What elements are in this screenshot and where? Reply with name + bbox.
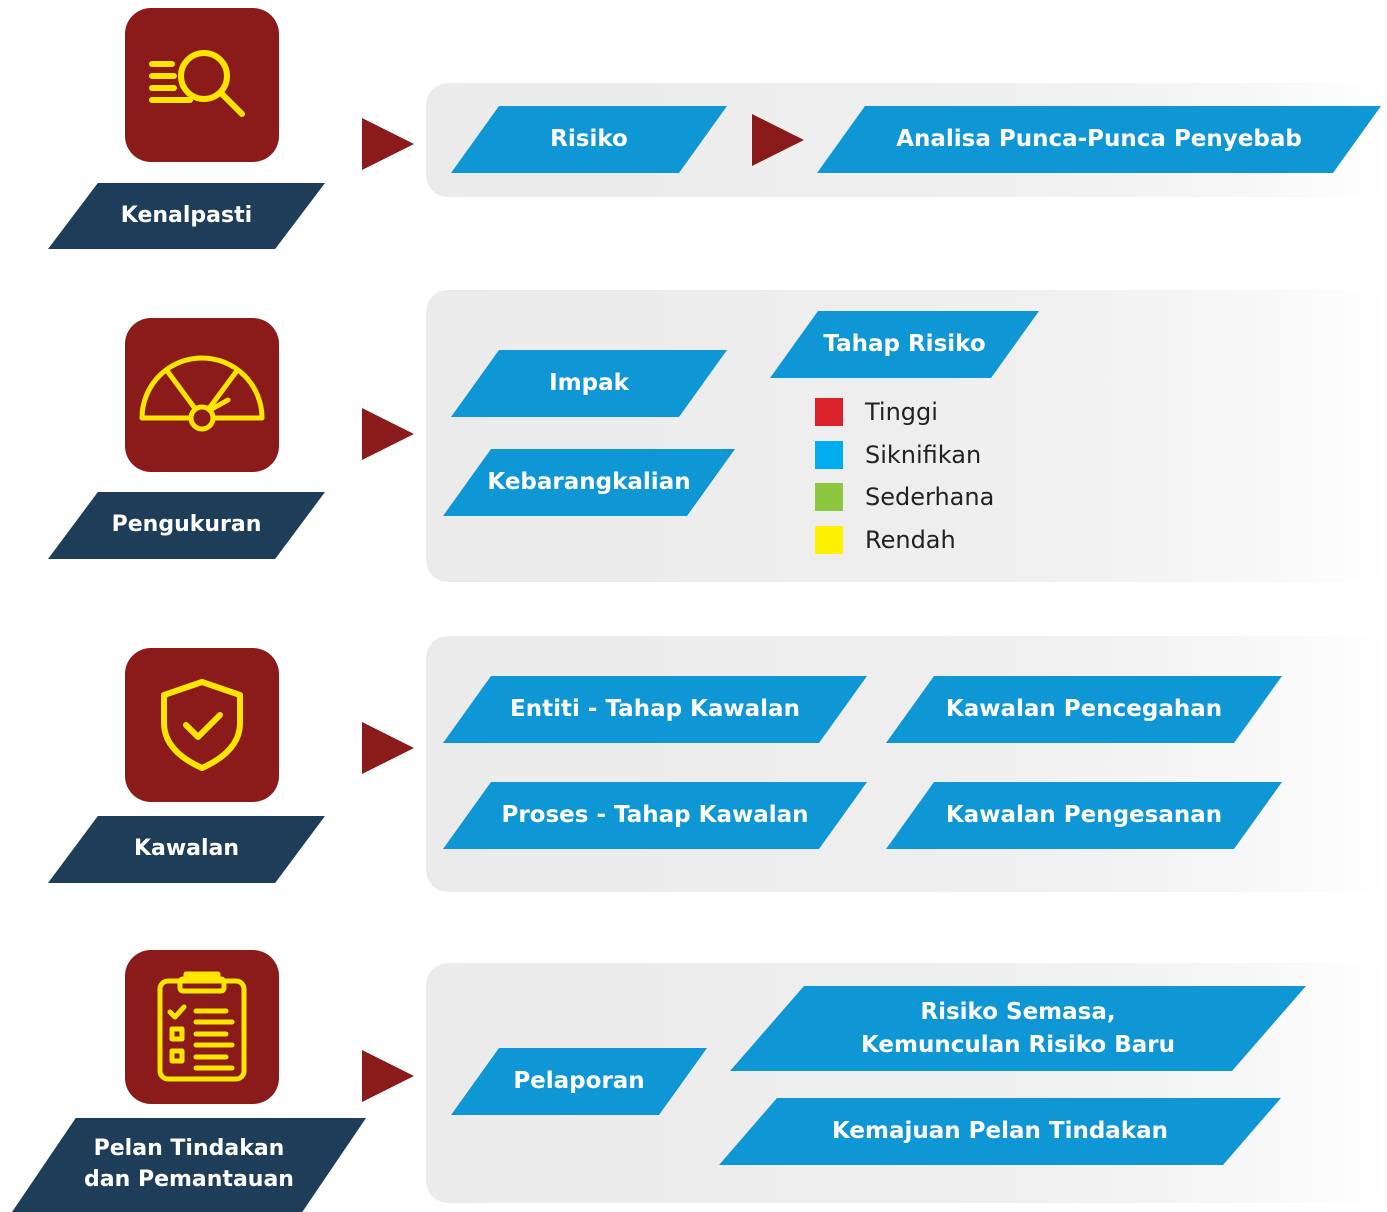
impact-label: Impak	[451, 350, 727, 417]
step1-title: Kenalpasti	[48, 183, 325, 249]
step2-arrow-icon	[362, 408, 414, 460]
high-label: Tinggi	[865, 398, 938, 426]
step1-icon-tile	[125, 8, 279, 162]
significant-swatch	[815, 441, 843, 469]
risk-to-root-cause-arrow-icon	[752, 114, 804, 166]
step1-arrow-icon	[362, 118, 414, 170]
risk-label: Risiko	[451, 106, 727, 173]
low-label: Rendah	[865, 526, 956, 554]
step2-title: Pengukuran	[48, 492, 325, 559]
prevention-control-label: Kawalan Pencegahan	[886, 676, 1282, 743]
step3-panel	[426, 636, 1387, 892]
root-cause-analysis-label: Analisa Punca-Punca Penyebab	[817, 106, 1381, 173]
step2-icon-tile	[125, 318, 279, 472]
shield-check-icon	[161, 679, 243, 771]
risk-level-heading: Tahap Risiko	[770, 311, 1039, 378]
current-risk-emerging-risk-label: Risiko Semasa, Kemunculan Risiko Baru	[730, 986, 1306, 1071]
current-risk-line2: Kemunculan Risiko Baru	[861, 1031, 1175, 1058]
step4-arrow-icon	[362, 1050, 414, 1102]
legend-item-significant: Siknifikan	[815, 441, 981, 469]
entity-control-level-label: Entiti - Tahap Kawalan	[443, 676, 867, 743]
moderate-label: Sederhana	[865, 483, 995, 511]
legend-item-moderate: Sederhana	[815, 483, 994, 511]
step3-title: Kawalan	[48, 816, 325, 883]
legend-item-low: Rendah	[815, 526, 956, 554]
clipboard-checklist-icon	[157, 971, 247, 1082]
low-swatch	[815, 526, 843, 554]
reporting-label: Pelaporan	[451, 1048, 707, 1115]
current-risk-line1: Risiko Semasa,	[920, 999, 1116, 1026]
gauge-meter-icon	[139, 355, 265, 432]
step3-icon-tile	[125, 648, 279, 802]
step4-title-line1: Pelan Tindakan	[93, 1136, 285, 1162]
step4-title: Pelan Tindakan dan Pemantauan	[12, 1118, 366, 1212]
step4-icon-tile	[125, 950, 279, 1104]
detection-control-label: Kawalan Pengesanan	[886, 782, 1282, 849]
step3-arrow-icon	[362, 722, 414, 774]
moderate-swatch	[815, 483, 843, 511]
significant-label: Siknifikan	[865, 441, 982, 469]
probability-label: Kebarangkalian	[443, 449, 735, 516]
search-magnifier-icon	[149, 50, 245, 117]
process-control-level-label: Proses - Tahap Kawalan	[443, 782, 867, 849]
action-plan-progress-label: Kemajuan Pelan Tindakan	[719, 1098, 1281, 1165]
step4-title-line2: dan Pemantauan	[84, 1167, 294, 1192]
legend-item-high: Tinggi	[815, 398, 938, 426]
high-swatch	[815, 398, 843, 426]
